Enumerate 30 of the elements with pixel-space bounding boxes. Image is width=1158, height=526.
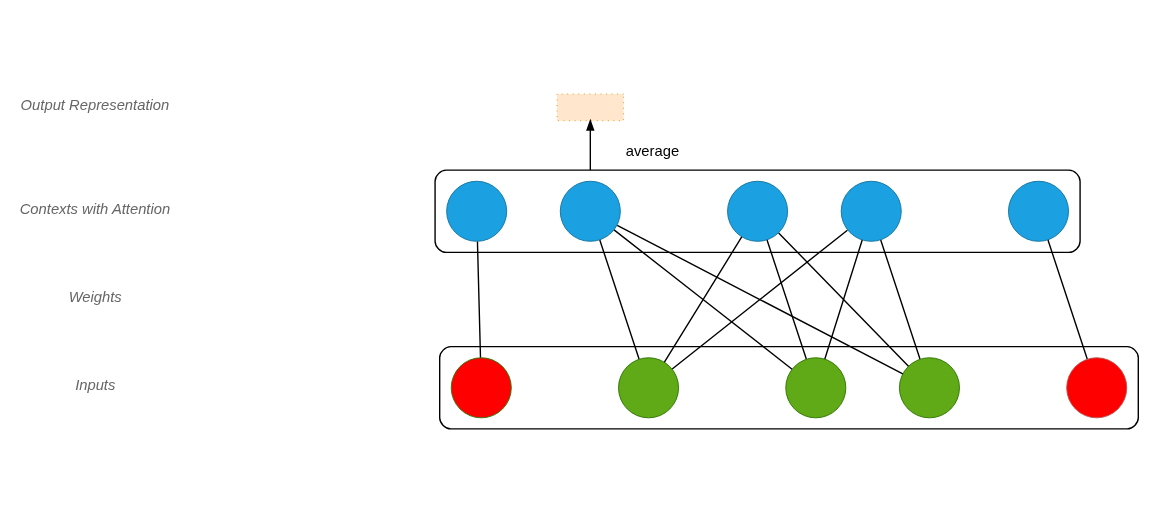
connector	[766, 238, 807, 360]
connector	[476, 240, 482, 358]
cluster	[439, 345, 1139, 430]
label: Output Representation	[20, 96, 170, 113]
edge-label: average	[625, 142, 680, 159]
node-circle	[618, 356, 680, 418]
node-circle	[1066, 356, 1128, 418]
node-box	[556, 92, 625, 121]
node-circle	[898, 356, 960, 418]
connector	[663, 235, 743, 363]
node-circle	[446, 180, 508, 242]
cluster	[434, 168, 1081, 253]
connector	[824, 238, 863, 360]
connector	[1047, 238, 1088, 360]
node-circle	[840, 180, 902, 242]
node-circle	[559, 180, 621, 242]
connector	[880, 238, 921, 360]
connector	[613, 228, 793, 370]
connector	[616, 224, 904, 375]
node-circle	[727, 180, 789, 242]
node-circle	[785, 356, 847, 418]
node-circle	[450, 356, 512, 418]
arrow	[586, 118, 595, 171]
connector	[777, 231, 910, 367]
label: Inputs	[75, 376, 116, 393]
node-circle	[1008, 180, 1069, 242]
connector	[599, 238, 640, 360]
connector	[671, 229, 849, 370]
label: Contexts with Attention	[19, 200, 171, 217]
label: Weights	[68, 288, 122, 305]
